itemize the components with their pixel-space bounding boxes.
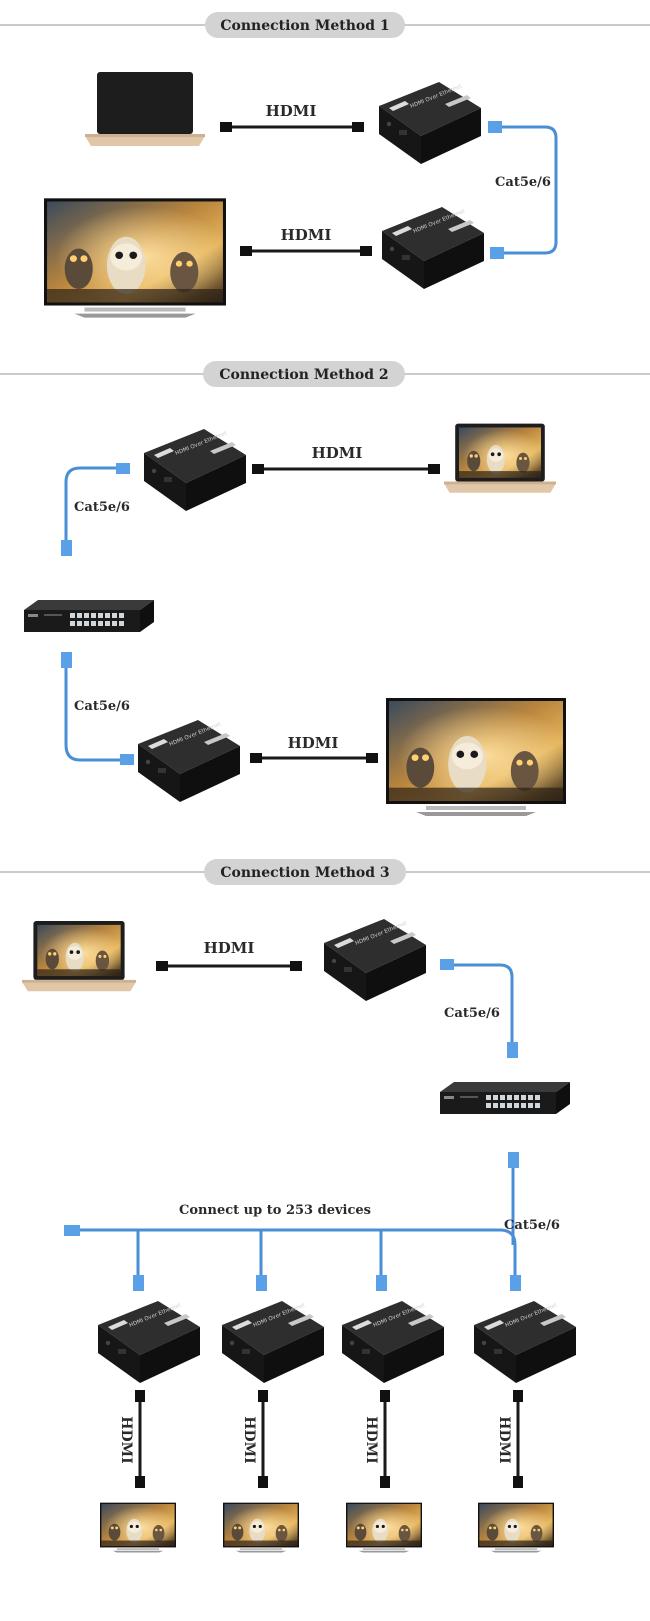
hdmi-cable: [250, 753, 378, 763]
hdmi-label: HDMI: [288, 734, 339, 752]
receiver-box: [222, 1301, 324, 1383]
hdmi-cable: [156, 961, 302, 971]
tv-display: [223, 1503, 299, 1553]
network-switch: [440, 1082, 570, 1114]
receiver-box: [138, 720, 240, 802]
hdmi-label: HDMI: [241, 1416, 257, 1463]
hdmi-cable: [380, 1390, 390, 1488]
hdmi-label: HDMI: [204, 939, 255, 957]
distribution-cable: [64, 1225, 521, 1291]
cat-label: Cat5e/6: [74, 699, 130, 714]
hdmi-cable: [240, 246, 372, 256]
section-1-title: Connection Method 1: [220, 18, 389, 34]
receiver-box: [474, 1301, 576, 1383]
cat-label: Cat5e/6: [495, 175, 551, 190]
hdmi-cable: [513, 1390, 523, 1488]
hdmi-cable: [220, 122, 364, 132]
section-3-title: Connection Method 3: [220, 865, 389, 881]
network-switch: [24, 600, 154, 632]
cat-cable: [488, 121, 558, 259]
hdmi-cable: [252, 464, 440, 474]
cat-label: Cat5e/6: [504, 1218, 560, 1233]
connect-up-to-label: Connect up to 253 devices: [179, 1203, 371, 1218]
hdmi-label: HDMI: [363, 1416, 379, 1463]
hdmi-cable: [135, 1390, 145, 1488]
section-1-header: Connection Method 1: [0, 12, 650, 38]
receiver-box: [382, 207, 484, 289]
hdmi-label: HDMI: [312, 444, 363, 462]
hdmi-label: HDMI: [496, 1416, 512, 1463]
tv-display: [100, 1503, 176, 1553]
hdmi-label: HDMI: [118, 1416, 134, 1463]
hdmi-label: HDMI: [266, 102, 317, 120]
cat-cable: [61, 463, 130, 556]
cat-label: Cat5e/6: [74, 500, 130, 515]
transmitter-box: [144, 429, 246, 511]
tv-display: [346, 1503, 422, 1553]
cat-cable: [440, 959, 518, 1058]
section-2-title: Connection Method 2: [219, 367, 388, 383]
transmitter-box: [379, 82, 481, 164]
section-2-header: Connection Method 2: [0, 361, 650, 387]
laptop-display: [444, 424, 556, 493]
cat-label: Cat5e/6: [444, 1006, 500, 1021]
transmitter-box: [324, 919, 426, 1001]
laptop-source: [85, 72, 205, 146]
laptop-source: [22, 921, 136, 991]
receiver-box: [342, 1301, 444, 1383]
section-3-header: Connection Method 3: [0, 859, 650, 885]
cat-cable: [508, 1152, 519, 1245]
hdmi-cable: [258, 1390, 268, 1488]
tv-display: [44, 198, 226, 317]
cat-cable: [61, 652, 134, 765]
hdmi-label: HDMI: [281, 226, 332, 244]
tv-display: [386, 698, 566, 816]
receiver-box: [98, 1301, 200, 1383]
tv-display: [478, 1503, 554, 1553]
